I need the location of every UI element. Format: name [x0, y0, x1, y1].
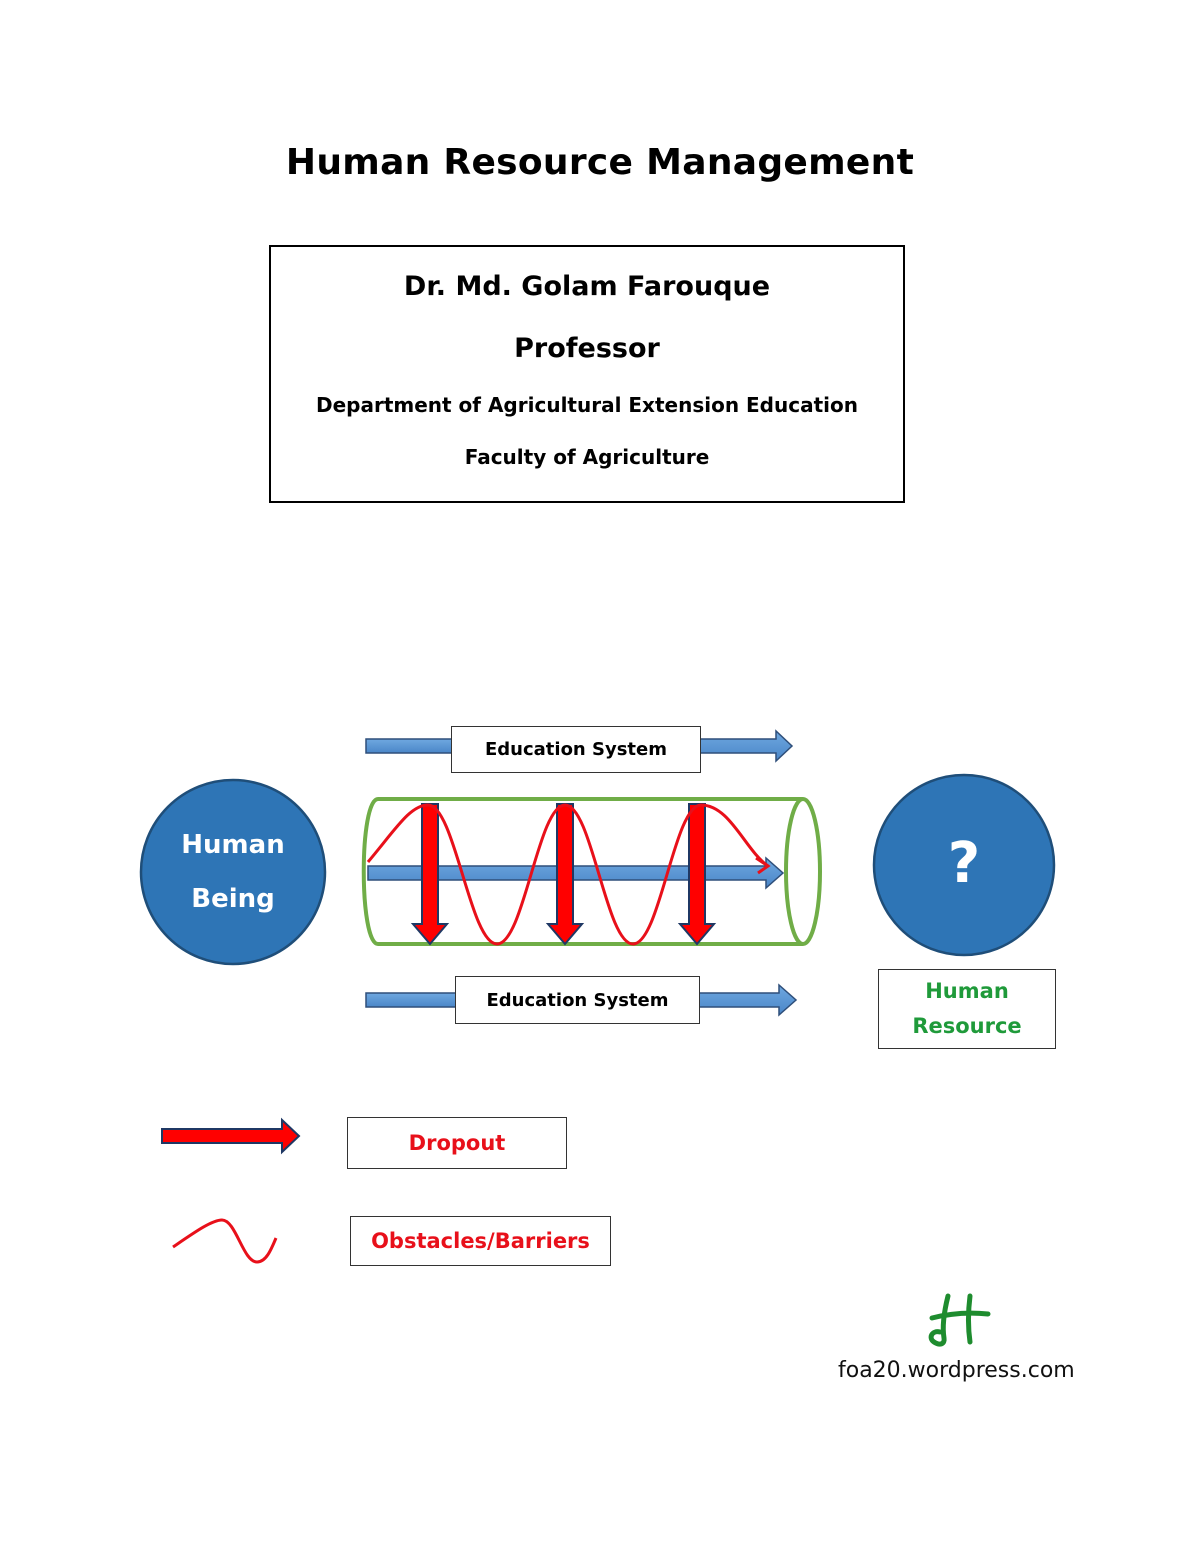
dropout-arrow-1 — [410, 803, 450, 946]
author-info-box: Dr. Md. Golam Farouque Professor Departm… — [269, 245, 905, 503]
obstacles-wave — [366, 803, 769, 946]
website-url: foa20.wordpress.com — [838, 1358, 1075, 1383]
site-logo-icon — [928, 1293, 991, 1347]
dropout-arrow-3 — [677, 803, 717, 946]
human-being-line2: Being — [191, 884, 275, 914]
human-resource-line2: Resource — [912, 1014, 1022, 1038]
legend-dropout-label: Dropout — [347, 1117, 567, 1169]
legend-obstacles-label: Obstacles/Barriers — [350, 1216, 611, 1266]
human-resource-label: Human Resource — [878, 969, 1056, 1049]
author-department: Department of Agricultural Extension Edu… — [315, 393, 858, 417]
obstacles-wave-tip — [755, 856, 771, 875]
legend-dropout-arrow — [161, 1117, 301, 1155]
human-being-line1: Human — [181, 830, 285, 860]
top-education-system-label: Education System — [451, 726, 701, 773]
top-education-arrow — [365, 729, 794, 763]
education-pipe-cylinder — [361, 797, 822, 946]
dropout-arrows — [410, 803, 717, 946]
output-question-mark: ? — [947, 831, 981, 896]
author-faculty: Faculty of Agriculture — [464, 445, 710, 469]
author-position: Professor — [514, 333, 660, 364]
human-resource-line1: Human — [925, 979, 1009, 1003]
author-name: Dr. Md. Golam Farouque — [403, 271, 771, 302]
output-circle — [872, 773, 1056, 957]
legend-obstacles-wave — [172, 1218, 278, 1264]
page-title: Human Resource Management — [285, 142, 915, 183]
human-being-text: Human Being — [141, 818, 325, 926]
dropout-arrow-2 — [545, 803, 585, 946]
human-being-circle — [139, 778, 327, 966]
bottom-education-system-label: Education System — [455, 976, 700, 1024]
